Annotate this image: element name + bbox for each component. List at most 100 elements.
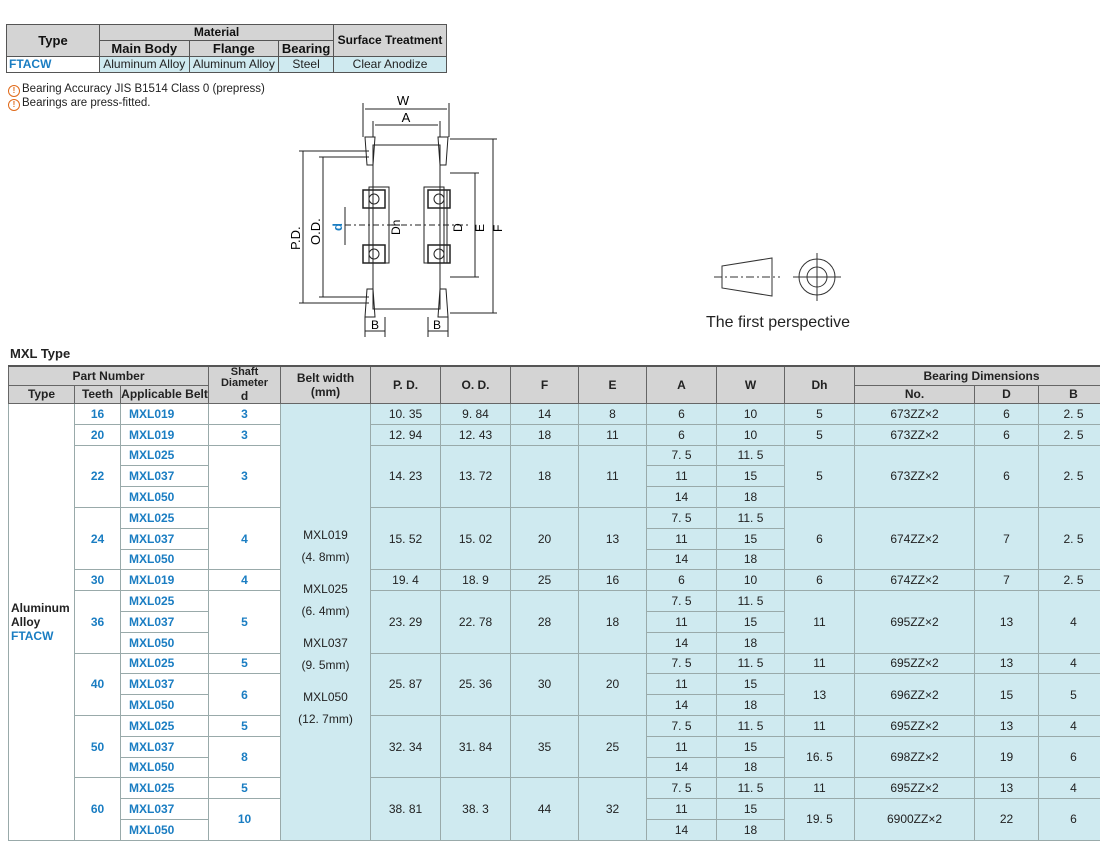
e-cell: 11 — [578, 444, 647, 508]
bearing-no-cell: 695ZZ×2 — [854, 652, 975, 675]
belt-cell: MXL037 — [120, 735, 209, 758]
first-perspective-label: The first perspective — [706, 314, 851, 331]
w-cell: 11. 5 — [716, 777, 785, 800]
teeth-cell: 60 — [74, 777, 121, 841]
w-cell: 11. 5 — [716, 506, 785, 529]
e-header: E — [578, 365, 647, 404]
bearing-b-cell: 5 — [1037, 673, 1100, 716]
belt-cell: MXL037 — [120, 798, 209, 820]
dim-d-bearing-label: D — [451, 223, 465, 232]
w-cell: 15 — [716, 798, 785, 820]
pd-cell: 12. 94 — [370, 423, 441, 446]
dim-w-label: W — [397, 95, 410, 108]
od-cell: 31. 84 — [440, 714, 511, 779]
w-cell: 10 — [716, 569, 785, 592]
dh-cell: 19. 5 — [784, 798, 855, 841]
w-cell: 15 — [716, 527, 785, 550]
belt-cell: MXL019 — [120, 403, 209, 425]
teeth-subheader: Teeth — [74, 385, 121, 405]
shaft-cell: 4 — [208, 569, 281, 592]
bearing-no-cell: 695ZZ×2 — [854, 714, 975, 737]
belt-cell: MXL050 — [120, 548, 209, 571]
bearing-d-cell: 7 — [974, 506, 1039, 571]
a-cell: 7. 5 — [646, 777, 717, 800]
dh-header: Dh — [784, 365, 855, 404]
w-cell: 15 — [716, 465, 785, 488]
dim-pd-label: P.D. — [288, 226, 303, 250]
e-cell: 11 — [578, 423, 647, 446]
dh-cell: 16. 5 — [784, 735, 855, 779]
bearing-header: Bearing — [278, 40, 335, 57]
dim-b-label-left: B — [371, 318, 379, 332]
w-cell: 10 — [716, 403, 785, 425]
shaft-cell: 5 — [208, 714, 281, 737]
bearing-d-cell: 6 — [974, 444, 1039, 508]
no-subheader: No. — [854, 385, 975, 405]
dim-e-label: E — [473, 224, 487, 232]
belt-cell: MXL025 — [120, 652, 209, 675]
a-cell: 14 — [646, 548, 717, 571]
a-cell: 11 — [646, 673, 717, 696]
bearing-value: Steel — [278, 56, 335, 73]
a-cell: 14 — [646, 694, 717, 716]
teeth-cell: 40 — [74, 652, 121, 716]
belt-cell: MXL025 — [120, 590, 209, 612]
bearing-d-cell: 13 — [974, 590, 1039, 654]
surface-header: Surface Treatment — [333, 24, 447, 57]
main-body-value: Aluminum Alloy — [99, 56, 190, 73]
belt-cell: MXL025 — [120, 714, 209, 737]
w-cell: 18 — [716, 818, 785, 841]
teeth-cell: 20 — [74, 423, 121, 446]
od-cell: 18. 9 — [440, 569, 511, 592]
dh-cell: 11 — [784, 590, 855, 654]
e-cell: 20 — [578, 652, 647, 716]
f-header: F — [510, 365, 579, 404]
material-table: Type Material Surface Treatment Main Bod… — [6, 24, 447, 73]
bearing-b-cell: 2. 5 — [1037, 403, 1100, 425]
teeth-cell: 30 — [74, 569, 121, 592]
belt-cell: MXL037 — [120, 527, 209, 550]
a-cell: 14 — [646, 818, 717, 841]
a-cell: 7. 5 — [646, 714, 717, 737]
a-cell: 6 — [646, 423, 717, 446]
type-value: FTACW — [6, 56, 100, 73]
e-cell: 25 — [578, 714, 647, 779]
od-cell: 13. 72 — [440, 444, 511, 508]
dh-cell: 6 — [784, 506, 855, 571]
w-cell: 10 — [716, 423, 785, 446]
a-cell: 14 — [646, 486, 717, 508]
shaft-cell: 5 — [208, 652, 281, 675]
type-subheader: Type — [8, 385, 75, 405]
bearing-b-cell: 2. 5 — [1037, 506, 1100, 571]
belt-cell: MXL050 — [120, 631, 209, 654]
a-cell: 11 — [646, 465, 717, 488]
bearing-d-subheader: D — [974, 385, 1039, 405]
w-cell: 11. 5 — [716, 714, 785, 737]
dim-d-label: d — [330, 223, 345, 231]
shaft-cell: 3 — [208, 403, 281, 425]
bearing-b-cell: 2. 5 — [1037, 444, 1100, 508]
dim-b-label-right: B — [433, 318, 441, 332]
e-cell: 8 — [578, 403, 647, 425]
a-cell: 7. 5 — [646, 590, 717, 612]
teeth-cell: 24 — [74, 506, 121, 571]
od-header: O. D. — [440, 365, 511, 404]
f-cell: 35 — [510, 714, 579, 779]
w-cell: 11. 5 — [716, 652, 785, 675]
f-cell: 30 — [510, 652, 579, 716]
bearing-no-cell: 673ZZ×2 — [854, 423, 975, 446]
w-cell: 11. 5 — [716, 444, 785, 467]
pd-cell: 32. 34 — [370, 714, 441, 779]
dh-cell: 5 — [784, 403, 855, 425]
